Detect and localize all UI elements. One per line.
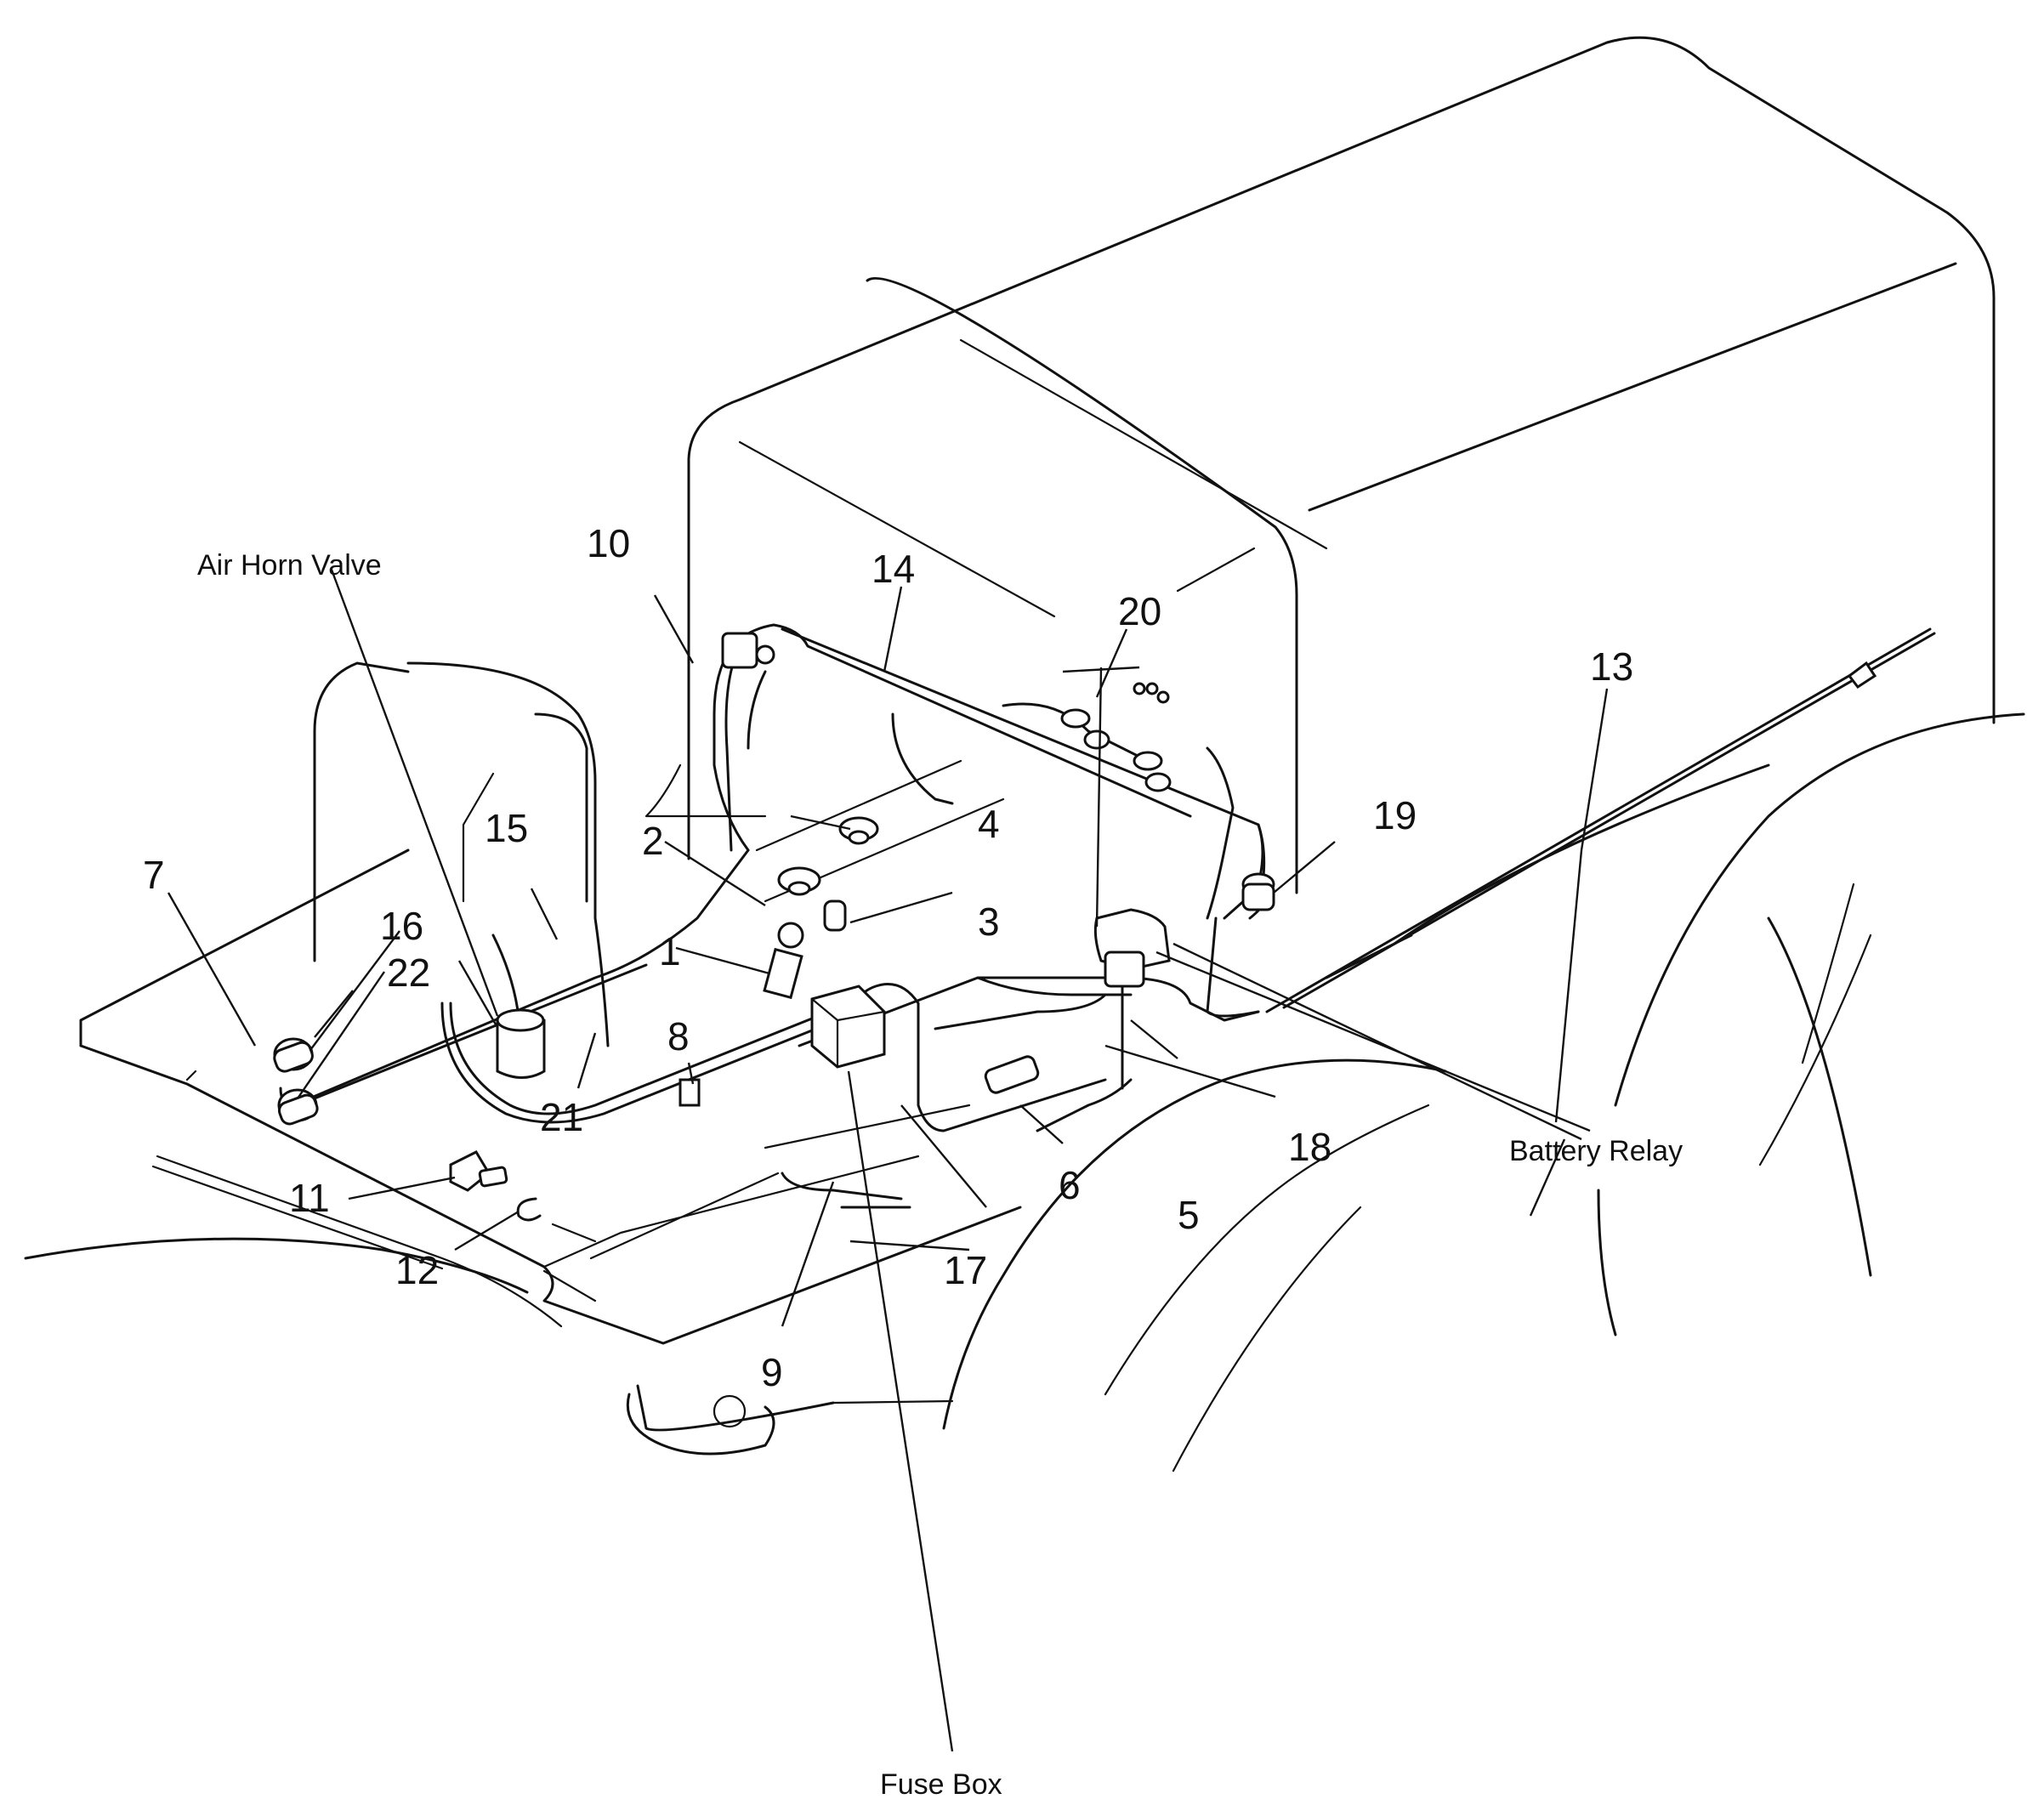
- callout-14: 14: [872, 547, 915, 591]
- front-fender: [24, 1155, 563, 1328]
- callout-3: 3: [978, 899, 1000, 944]
- chassis-frame: [79, 848, 1022, 1456]
- callout-22: 22: [387, 951, 430, 995]
- label-fuse-box: Fuse Box: [880, 1768, 1002, 1801]
- rear-wheels: [942, 712, 2025, 1473]
- callout-12: 12: [395, 1248, 439, 1292]
- text-labels: Air Horn Valve Fuse Box Battery Relay: [197, 549, 1683, 1801]
- callout-6: 6: [1059, 1163, 1081, 1207]
- callout-4: 4: [978, 802, 1000, 846]
- callout-numbers: 1 2 3 4 5 6 7 8 9 10 11 12 13 14 15 16 1…: [143, 521, 1633, 1394]
- label-battery-relay: Battery Relay: [1509, 1135, 1683, 1167]
- callout-9: 9: [761, 1350, 783, 1394]
- callout-7: 7: [143, 853, 165, 897]
- components: [273, 632, 1877, 1222]
- label-air-horn-valve: Air Horn Valve: [197, 549, 382, 582]
- callout-11: 11: [289, 1176, 330, 1220]
- engine-hood: [687, 36, 1996, 894]
- callout-15: 15: [485, 806, 528, 850]
- cab-side-panel: [313, 661, 1005, 1047]
- callout-2: 2: [642, 819, 664, 863]
- callout-5: 5: [1178, 1193, 1200, 1237]
- callout-19: 19: [1373, 793, 1417, 837]
- callout-8: 8: [667, 1014, 690, 1058]
- callout-13: 13: [1590, 644, 1633, 689]
- callout-20: 20: [1118, 589, 1161, 633]
- callout-17: 17: [944, 1248, 987, 1292]
- callout-18: 18: [1288, 1125, 1331, 1169]
- callout-16: 16: [380, 904, 423, 948]
- callout-1: 1: [659, 929, 681, 973]
- leader-lines: [167, 569, 1609, 1752]
- callout-10: 10: [587, 521, 630, 565]
- callout-21: 21: [540, 1095, 583, 1139]
